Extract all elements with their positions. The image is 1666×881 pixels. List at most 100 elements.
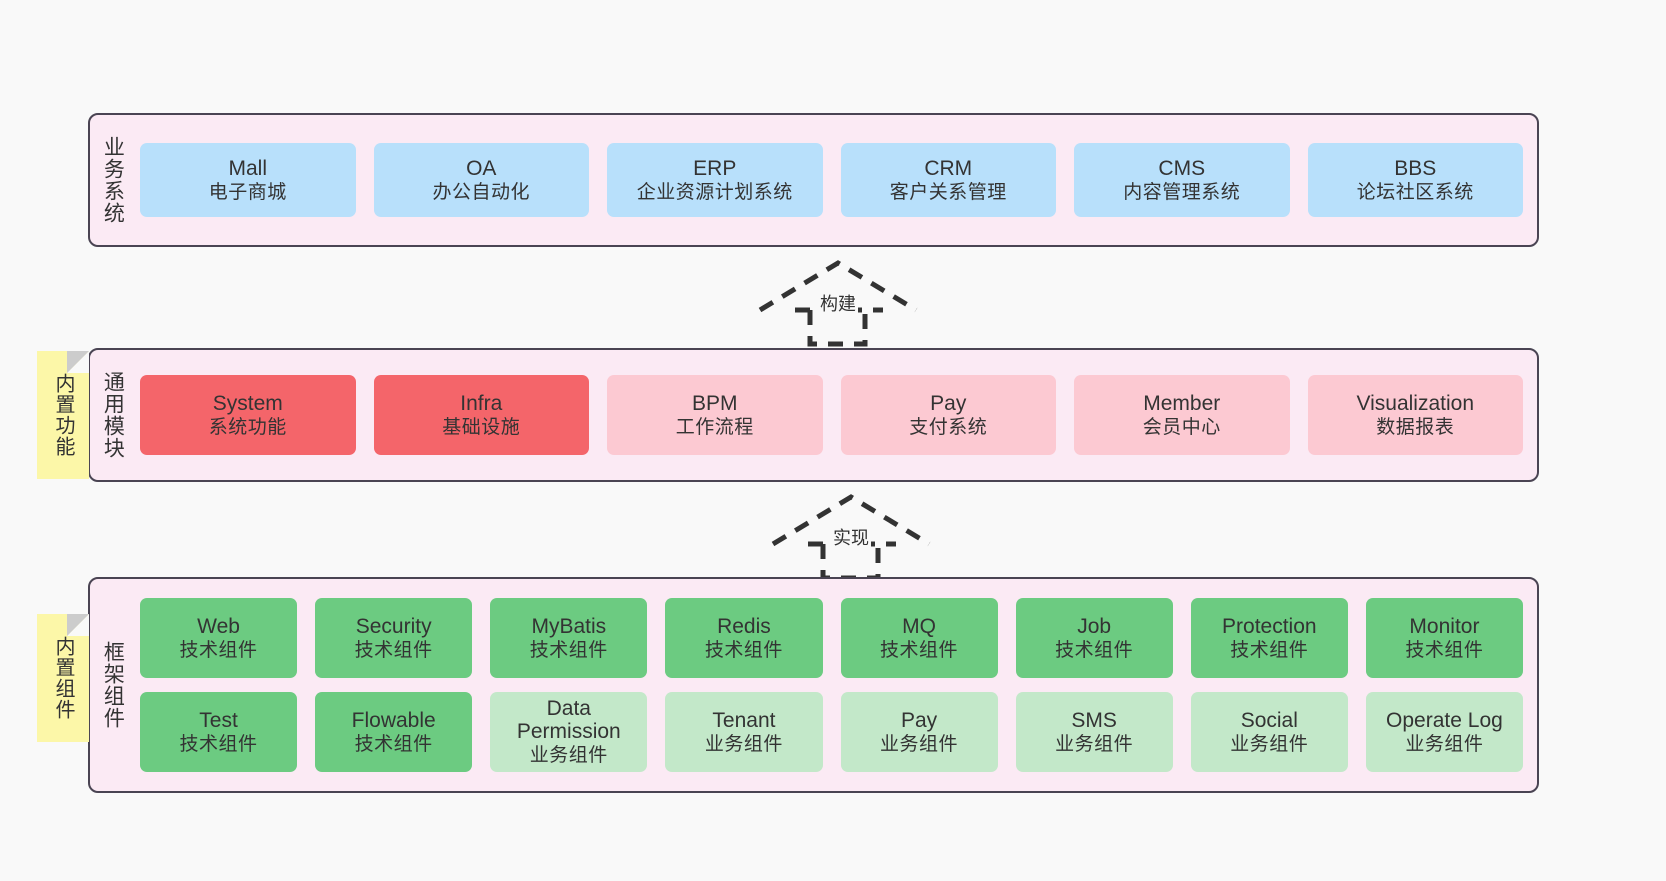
note-builtin-function-label: 内置功能: [52, 373, 74, 457]
card-crm-en: CRM: [924, 156, 973, 180]
card-operate-log-cn: 业务组件: [1405, 734, 1484, 756]
card-bbs[interactable]: BBS 论坛社区系统: [1307, 143, 1523, 217]
card-tenant-cn: 业务组件: [704, 734, 783, 756]
card-social-cn: 业务组件: [1230, 734, 1309, 756]
card-mq[interactable]: MQ 技术组件: [840, 598, 998, 678]
framework-card-row-1: Web 技术组件 Security 技术组件 MyBatis 技术组件 Redi…: [140, 598, 1523, 678]
card-social[interactable]: Social 业务组件: [1190, 692, 1348, 772]
card-crm-cn: 客户关系管理: [889, 182, 1007, 204]
card-social-en: Social: [1240, 708, 1298, 732]
card-test-en: Test: [199, 708, 238, 732]
card-job-en: Job: [1077, 614, 1112, 638]
card-oa-cn: 办公自动化: [432, 182, 530, 204]
card-infra-en: Infra: [460, 391, 503, 415]
card-bbs-cn: 论坛社区系统: [1356, 182, 1474, 204]
card-tenant[interactable]: Tenant 业务组件: [665, 692, 823, 772]
card-pay-module-en: Pay: [930, 391, 967, 415]
card-job[interactable]: Job 技术组件: [1015, 598, 1173, 678]
layer-framework-body: Web 技术组件 Security 技术组件 MyBatis 技术组件 Redi…: [134, 579, 1537, 791]
arrow-implement: 实现: [768, 492, 968, 582]
card-erp-cn: 企业资源计划系统: [636, 182, 793, 204]
card-flowable-cn: 技术组件: [354, 734, 433, 756]
card-visualization[interactable]: Visualization 数据报表: [1307, 375, 1523, 455]
card-mq-cn: 技术组件: [880, 640, 959, 662]
card-member-en: Member: [1143, 391, 1221, 415]
business-card-row: Mall 电子商城 OA 办公自动化 ERP 企业资源计划系统 CRM 客户关系…: [140, 143, 1523, 217]
card-erp[interactable]: ERP 企业资源计划系统: [607, 143, 823, 217]
card-oa[interactable]: OA 办公自动化: [373, 143, 589, 217]
card-mybatis-cn: 技术组件: [529, 640, 608, 662]
arrow-implement-label: 实现: [831, 524, 871, 550]
layer-business-title: 业务系统: [101, 136, 125, 224]
layer-framework-component: 框架组件 Web 技术组件 Security 技术组件 MyBatis 技术组件…: [88, 577, 1539, 793]
card-data-permission-en: Data Permission: [516, 696, 621, 744]
card-security-cn: 技术组件: [354, 640, 433, 662]
card-bpm-cn: 工作流程: [675, 417, 754, 439]
card-pay-component-cn: 业务组件: [880, 734, 959, 756]
card-redis-en: Redis: [717, 614, 771, 638]
card-monitor[interactable]: Monitor 技术组件: [1365, 598, 1523, 678]
card-test-cn: 技术组件: [179, 734, 258, 756]
card-mall-cn: 电子商城: [208, 182, 287, 204]
framework-card-row-2: Test 技术组件 Flowable 技术组件 Data Permission …: [140, 692, 1523, 772]
card-cms-cn: 内容管理系统: [1123, 182, 1241, 204]
card-member[interactable]: Member 会员中心: [1074, 375, 1290, 455]
card-security[interactable]: Security 技术组件: [315, 598, 473, 678]
layer-framework-title: 框架组件: [101, 641, 125, 729]
card-visualization-en: Visualization: [1356, 391, 1475, 415]
card-pay-component[interactable]: Pay 业务组件: [840, 692, 998, 772]
layer-business-body: Mall 电子商城 OA 办公自动化 ERP 企业资源计划系统 CRM 客户关系…: [134, 115, 1537, 245]
card-bpm[interactable]: BPM 工作流程: [607, 375, 823, 455]
card-test[interactable]: Test 技术组件: [140, 692, 298, 772]
card-monitor-en: Monitor: [1409, 614, 1480, 638]
card-mybatis[interactable]: MyBatis 技术组件: [490, 598, 648, 678]
card-job-cn: 技术组件: [1055, 640, 1134, 662]
note-builtin-component-label: 内置组件: [52, 636, 74, 720]
card-mall-en: Mall: [228, 156, 267, 180]
card-web[interactable]: Web 技术组件: [140, 598, 298, 678]
card-bbs-en: BBS: [1394, 156, 1437, 180]
common-card-row: System 系统功能 Infra 基础设施 BPM 工作流程 Pay 支付系统…: [140, 375, 1523, 455]
card-infra[interactable]: Infra 基础设施: [373, 375, 589, 455]
card-mybatis-en: MyBatis: [531, 614, 607, 638]
card-data-permission-cn: 业务组件: [529, 744, 608, 766]
card-system-cn: 系统功能: [208, 417, 287, 439]
card-protection[interactable]: Protection 技术组件: [1190, 598, 1348, 678]
card-erp-en: ERP: [693, 156, 737, 180]
card-operate-log[interactable]: Operate Log 业务组件: [1365, 692, 1523, 772]
card-tenant-en: Tenant: [712, 708, 776, 732]
card-sms-en: SMS: [1071, 708, 1117, 732]
card-pay-component-en: Pay: [900, 708, 938, 732]
card-flowable[interactable]: Flowable 技术组件: [315, 692, 473, 772]
card-redis-cn: 技术组件: [704, 640, 783, 662]
layer-business-system: 业务系统 Mall 电子商城 OA 办公自动化 ERP 企业资源计划系统 CRM…: [88, 113, 1539, 247]
arrow-build: 构建: [755, 258, 955, 348]
card-mq-en: MQ: [902, 614, 936, 638]
card-web-cn: 技术组件: [179, 640, 258, 662]
card-data-permission[interactable]: Data Permission 业务组件: [490, 692, 648, 772]
note-builtin-component: 内置组件: [37, 614, 89, 742]
layer-common-module: 通用模块 System 系统功能 Infra 基础设施 BPM 工作流程 Pay…: [88, 348, 1539, 482]
card-sms[interactable]: SMS 业务组件: [1015, 692, 1173, 772]
card-operate-log-en: Operate Log: [1386, 708, 1503, 732]
card-protection-en: Protection: [1222, 614, 1317, 638]
card-pay-module-cn: 支付系统: [909, 417, 988, 439]
card-system[interactable]: System 系统功能: [140, 375, 356, 455]
card-mall[interactable]: Mall 电子商城: [140, 143, 356, 217]
card-flowable-en: Flowable: [351, 708, 436, 732]
card-monitor-cn: 技术组件: [1405, 640, 1484, 662]
card-cms[interactable]: CMS 内容管理系统: [1074, 143, 1290, 217]
card-protection-cn: 技术组件: [1230, 640, 1309, 662]
layer-common-title: 通用模块: [101, 371, 125, 459]
card-oa-en: OA: [466, 156, 497, 180]
note-builtin-function: 内置功能: [37, 351, 89, 479]
card-pay-module[interactable]: Pay 支付系统: [840, 375, 1056, 455]
card-security-en: Security: [355, 614, 432, 638]
card-visualization-cn: 数据报表: [1376, 417, 1455, 439]
card-web-en: Web: [197, 614, 240, 638]
card-crm[interactable]: CRM 客户关系管理: [840, 143, 1056, 217]
card-redis[interactable]: Redis 技术组件: [665, 598, 823, 678]
card-bpm-en: BPM: [691, 391, 738, 415]
card-infra-cn: 基础设施: [442, 417, 521, 439]
